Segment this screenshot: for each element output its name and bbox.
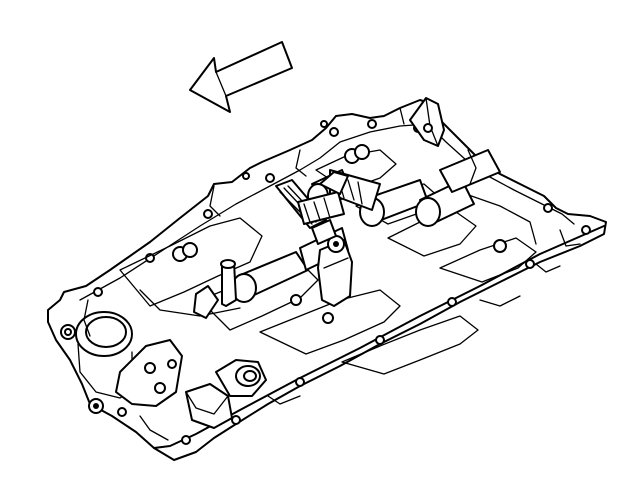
rear-bracket: [409, 97, 445, 147]
sensor-assembly: [311, 219, 353, 307]
harness-connectors: [275, 169, 381, 229]
sensor-port: [215, 359, 267, 397]
rim-details: [83, 107, 581, 441]
vacuum-ports: [172, 144, 507, 324]
throttle-body-port: [60, 311, 133, 399]
lower-left-boss: [185, 383, 233, 429]
direction-arrow-icon: [189, 41, 293, 113]
front-flange: [88, 339, 183, 414]
pcv-tube: [193, 259, 237, 319]
